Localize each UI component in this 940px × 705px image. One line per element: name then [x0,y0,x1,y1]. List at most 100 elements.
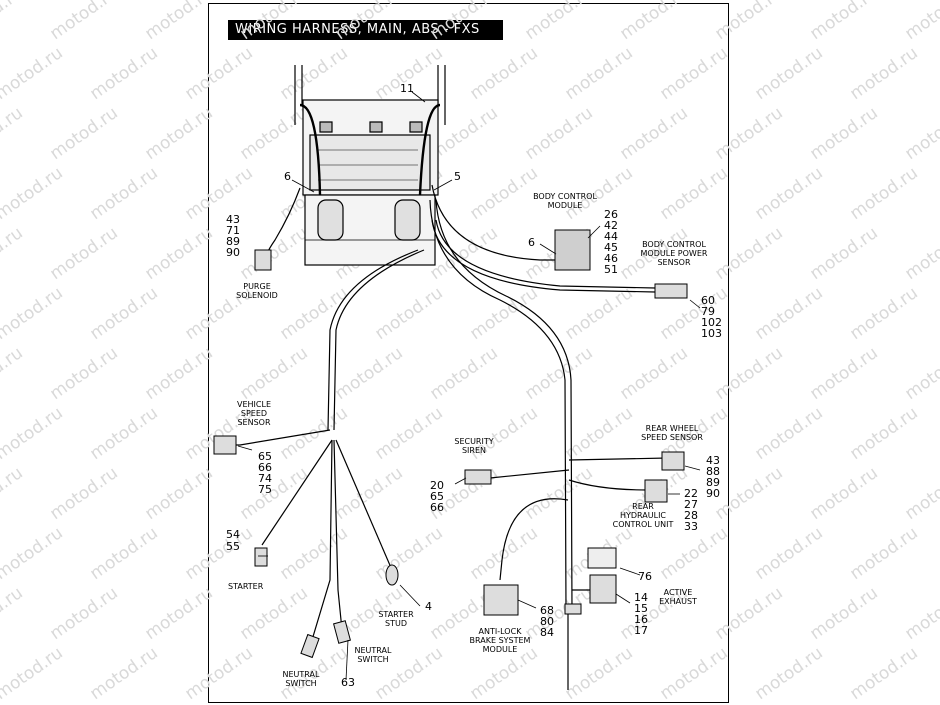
neutral-left-label-line-1: SWITCH [285,679,316,688]
watermark-text: motod.ru [331,463,406,524]
purge-callout-3: 90 [226,246,240,259]
watermark-text: motod.ru [236,343,311,404]
watermark-text: motod.ru [86,523,161,584]
watermark-text: motod.ru [276,403,351,464]
watermark-text: motod.ru [466,283,541,344]
watermark-text: motod.ru [0,403,67,464]
callout-76: 76 [638,570,652,583]
watermark-text: motod.ru [0,523,67,584]
watermark-text: motod.ru [806,103,881,164]
watermark-text: motod.ru [561,643,636,704]
watermark-text: motod.ru [141,463,216,524]
bcm-power-label-line-1: MODULE POWER [641,249,708,258]
watermark-text: motod.ru [616,343,691,404]
vss-callout-2: 74 [258,472,272,485]
watermark-text: motod.ru [806,0,881,44]
neutral-right-label-line-0: NEUTRAL [355,646,392,655]
watermark-text: motod.ru [901,103,940,164]
watermark-text: motod.ru [901,223,940,284]
rwss-label-line-1: SPEED SENSOR [641,433,703,442]
watermark-text: motod.ru [181,523,256,584]
watermark-text: motod.ru [0,223,27,284]
watermark-text: motod.ru [86,643,161,704]
watermark-text: motod.ru [141,0,216,44]
watermark-text: motod.ru [521,0,596,44]
neutral-right-label-line-1: SWITCH [357,655,388,664]
starter-stud-terminal [385,564,399,586]
watermark-text: motod.ru [0,103,27,164]
exhaust-callout-1: 15 [634,602,648,615]
harness-wires [235,184,669,690]
watermark-text: motod.ru [751,403,826,464]
watermark-text: motod.ru [141,343,216,404]
vss-callout-3: 75 [258,483,272,496]
watermark-text: motod.ru [46,463,121,524]
watermark-text: motod.ru [141,223,216,284]
watermark-text: motod.ru [46,103,121,164]
siren-callout-0: 20 [430,479,444,492]
watermark-text: motod.ru [0,583,27,644]
diagram-title: WIRING HARNESS, MAIN, ABS - FXS [228,20,503,40]
watermark-text: motod.ru [901,463,940,524]
watermark-text: motod.ru [181,43,256,104]
watermark-text: motod.ru [806,223,881,284]
purge-callout-2: 89 [226,235,240,248]
watermark-text: motod.ru [331,343,406,404]
watermark-text: motod.ru [466,523,541,584]
vss-label-line-1: SPEED [241,409,267,418]
watermark-text: motod.ru [86,403,161,464]
bcm-label-line-1: MODULE [548,201,583,210]
starter-connector [254,547,268,567]
abs-label-line-1: BRAKE SYSTEM [470,636,531,645]
bcm-callout-2: 44 [604,230,618,243]
watermark-text: motod.ru [0,0,27,44]
watermark-text: motod.ru [276,523,351,584]
neutral-left-label-line-0: NEUTRAL [283,670,320,679]
watermark-text: motod.ru [561,403,636,464]
exhaust-label-line-0: ACTIVE [664,588,693,597]
watermark-text: motod.ru [46,583,121,644]
watermark-text: motod.ru [466,163,541,224]
watermark-text: motod.ru [806,343,881,404]
starter-stud-label-line-0: STARTER [378,610,414,619]
watermark-text: motod.ru [751,643,826,704]
bcm-power-label-line-0: BODY CONTROL [642,240,706,249]
watermark-text: motod.ru [236,0,311,44]
abs-callout-1: 80 [540,615,554,628]
watermark-text: motod.ru [426,0,501,44]
siren-callout-2: 66 [430,501,444,514]
purge-solenoid-connector [254,249,272,271]
watermark-text: motod.ru [711,0,786,44]
watermark-text: motod.ru [711,463,786,524]
bcm-callout-0: 26 [604,208,618,221]
watermark-text: motod.ru [711,103,786,164]
bcm-callout-3: 45 [604,241,618,254]
bcm-power-sensor-connector [654,283,688,299]
watermark-text: motod.ru [276,283,351,344]
watermark-text: motod.ru [561,283,636,344]
watermark-text: motod.ru [616,103,691,164]
abs-module-connector [483,584,519,616]
abs-callout-2: 84 [540,626,554,639]
security-siren-connector [464,469,492,485]
watermark-text: motod.ru [616,0,691,44]
bcm-callout-4: 46 [604,252,618,265]
rhcu-callout-2: 28 [684,509,698,522]
watermark-text: motod.ru [236,583,311,644]
abs-callout-0: 68 [540,604,554,617]
bcm-label-line-0: BODY CONTROL [533,192,597,201]
watermark-text: motod.ru [901,0,940,44]
watermark-text: motod.ru [466,43,541,104]
watermark-text: motod.ru [751,163,826,224]
